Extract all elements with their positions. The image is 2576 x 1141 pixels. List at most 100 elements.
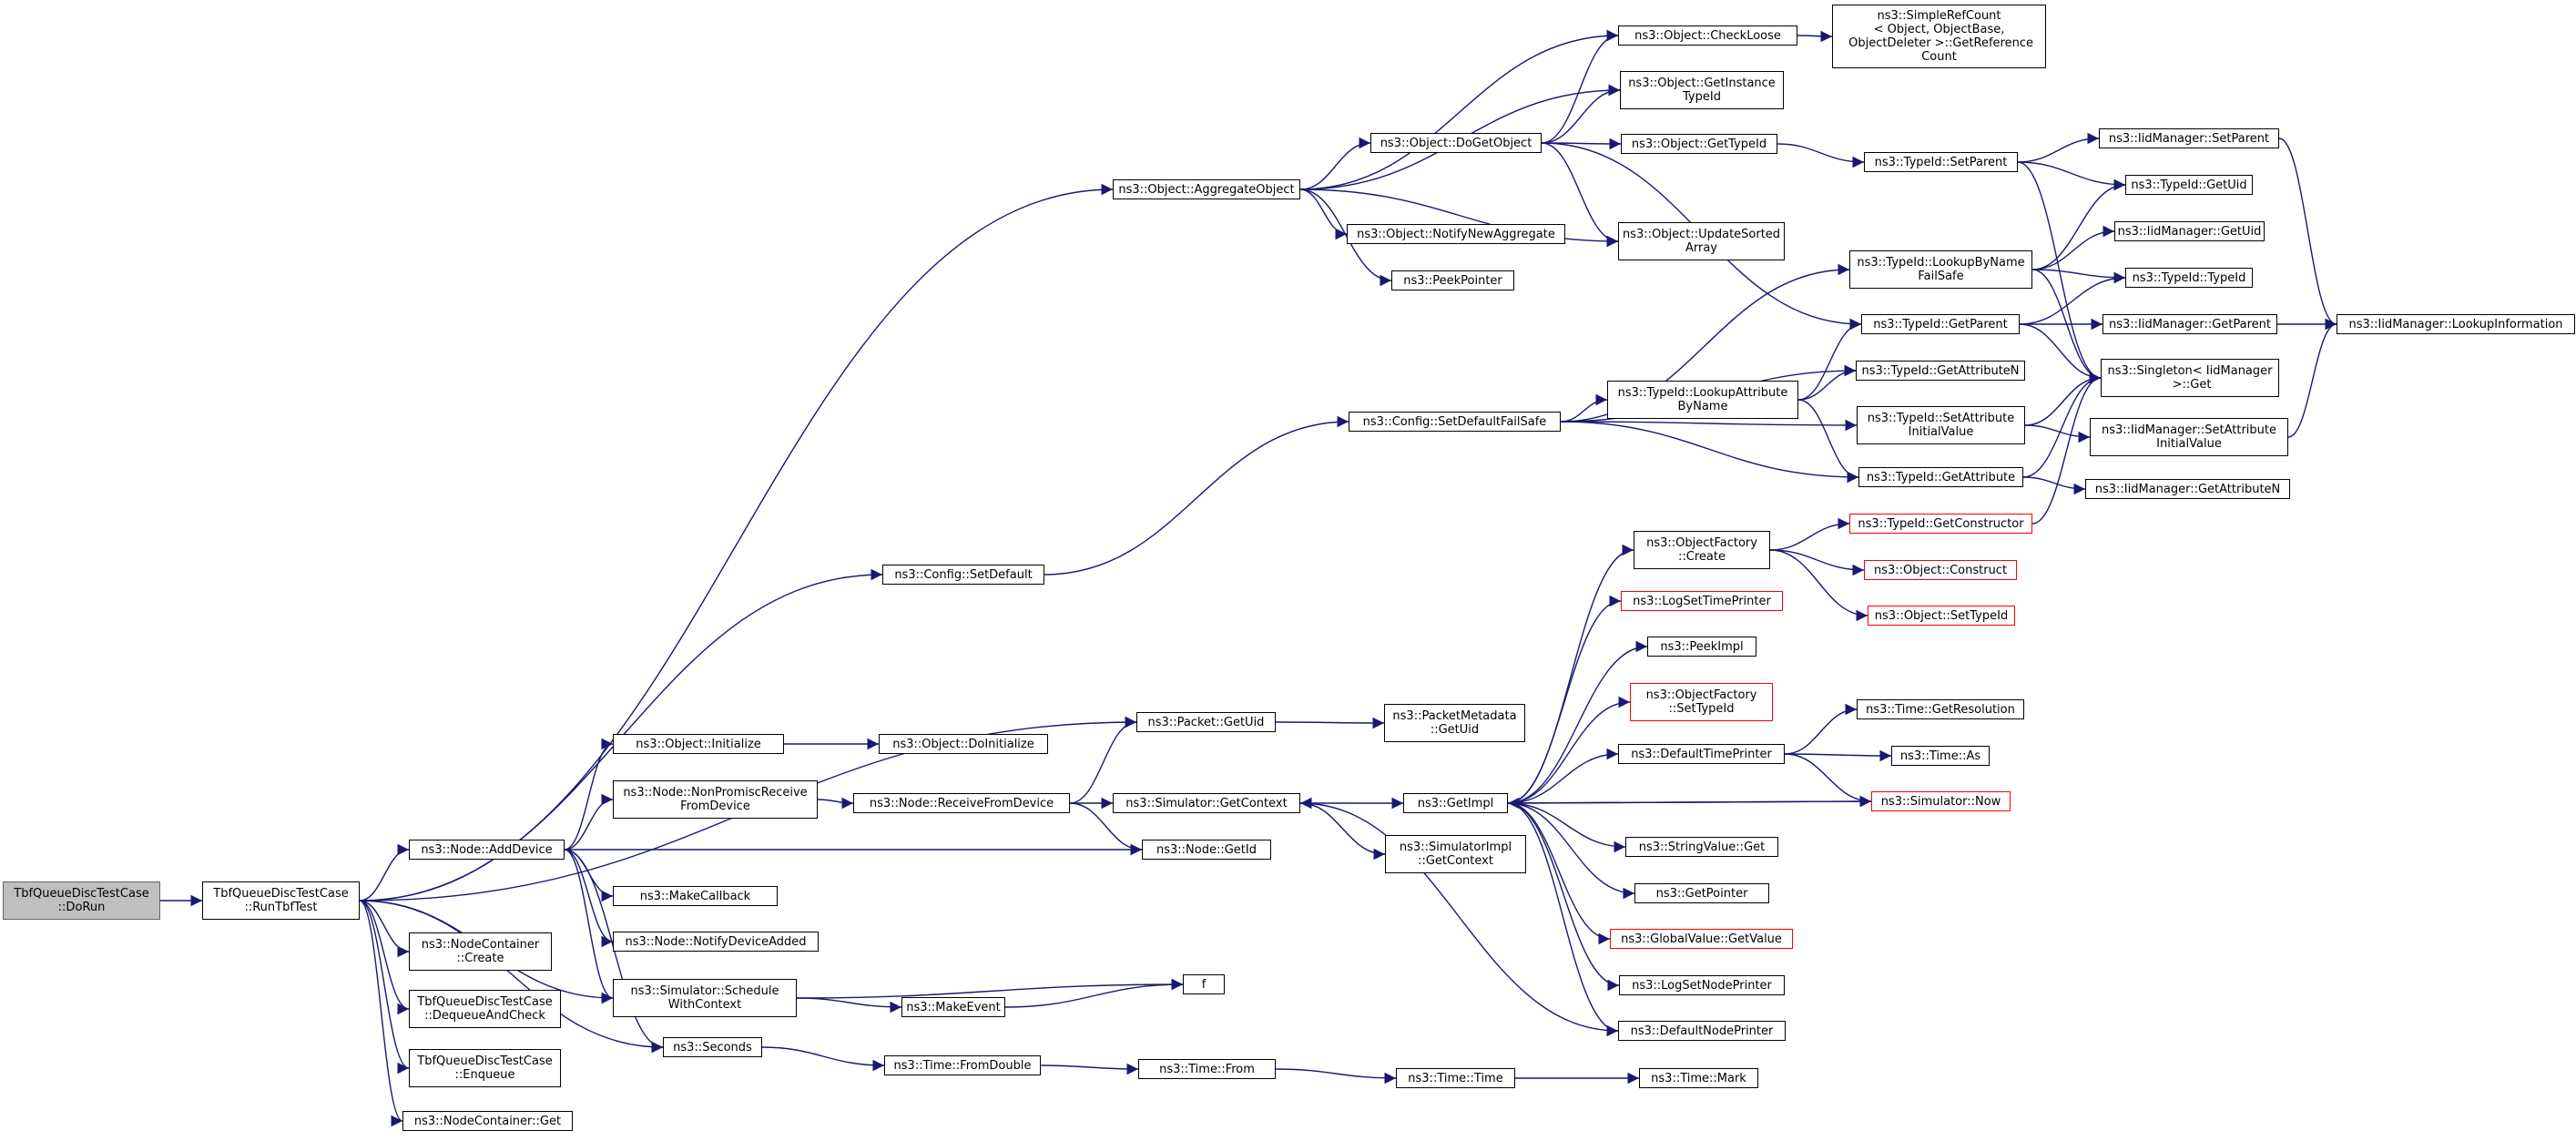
edge-schedWithCtx-to-makeEvent: [796, 997, 902, 1014]
node-nonPromisc[interactable]: ns3::Node::NonPromiscReceive FromDevice: [613, 780, 818, 819]
edge-ofCreate-to-tidGetCtor: [1769, 517, 1850, 551]
node-deqCheck[interactable]: TbfQueueDiscTestCase ::DequeueAndCheck: [409, 990, 561, 1028]
node-lookupAttr[interactable]: ns3::TypeId::LookupAttribute ByName: [1607, 381, 1798, 419]
node-objDoInit[interactable]: ns3::Object::DoInitialize: [879, 734, 1048, 754]
edge-defTimePrinter-to-timeGetRes: [1784, 703, 1858, 755]
node-simGetCtx[interactable]: ns3::Simulator::GetContext: [1113, 793, 1300, 813]
edge-tidSetParent-to-iidSetParent: [2017, 132, 2100, 163]
node-pktGetUid[interactable]: ns3::Packet::GetUid: [1136, 712, 1276, 732]
edge-getImpl-to-getPointer: [1507, 802, 1635, 900]
node-tidGetAttrN[interactable]: ns3::TypeId::GetAttributeN: [1856, 361, 2025, 381]
edge-defTimePrinter-to-simNow: [1784, 753, 1872, 808]
node-logSetNode[interactable]: ns3::LogSetNodePrinter: [1619, 975, 1785, 995]
node-cfgSetDefault[interactable]: ns3::Config::SetDefault: [882, 565, 1044, 585]
node-enqueue[interactable]: TbfQueueDiscTestCase ::Enqueue: [409, 1049, 561, 1087]
node-seconds[interactable]: ns3::Seconds: [663, 1037, 762, 1057]
node-strValGet[interactable]: ns3::StringValue::Get: [1625, 837, 1778, 857]
edge-runtbf-to-seconds: [359, 900, 664, 1054]
node-singletonGet[interactable]: ns3::Singleton< IidManager >::Get: [2101, 359, 2279, 397]
node-getPointer[interactable]: ns3::GetPointer: [1634, 883, 1769, 903]
node-recvFromDev[interactable]: ns3::Node::ReceiveFromDevice: [853, 793, 1070, 813]
edge-nonPromisc-to-recvFromDev: [817, 797, 854, 810]
edge-tidGetParent-to-tidTypeId: [2019, 271, 2126, 325]
node-ncGet[interactable]: ns3::NodeContainer::Get: [402, 1111, 573, 1131]
node-schedWithCtx[interactable]: ns3::Simulator::Schedule WithContext: [613, 979, 797, 1017]
node-timeAs[interactable]: ns3::Time::As: [1891, 746, 1990, 766]
node-gvGetValue[interactable]: ns3::GlobalValue::GetValue: [1610, 929, 1793, 949]
edge-iidSetParent-to-iidLookupInfo: [2278, 138, 2337, 331]
node-tidTypeId[interactable]: ns3::TypeId::TypeId: [2125, 268, 2253, 288]
node-tidGetAttr[interactable]: ns3::TypeId::GetAttribute: [1858, 467, 2023, 487]
node-runtbf[interactable]: TbfQueueDiscTestCase ::RunTbfTest: [202, 881, 360, 920]
node-root[interactable]: TbfQueueDiscTestCase ::DoRun: [3, 881, 160, 920]
edge-nodeAddDevice-to-nonPromisc: [564, 793, 614, 851]
node-iidLookupInfo[interactable]: ns3::IidManager::LookupInformation: [2337, 314, 2575, 334]
node-iidGetAttrN[interactable]: ns3::IidManager::GetAttributeN: [2085, 479, 2290, 499]
node-f[interactable]: f: [1183, 974, 1225, 994]
edge-doGetObj-to-updSorted: [1541, 142, 1619, 248]
edge-fromDouble-to-timeFrom: [1040, 1063, 1139, 1075]
node-notifyDevAdded[interactable]: ns3::Node::NotifyDeviceAdded: [613, 932, 819, 952]
node-tidSetParent[interactable]: ns3::TypeId::SetParent: [1864, 152, 2018, 172]
node-pmGetUid[interactable]: ns3::PacketMetadata ::GetUid: [1384, 704, 1525, 742]
edge-ofCreate-to-objSetTid: [1769, 549, 1868, 622]
node-timeMark[interactable]: ns3::Time::Mark: [1639, 1068, 1758, 1088]
node-timeTime[interactable]: ns3::Time::Time: [1396, 1068, 1515, 1088]
node-notifyNewAgg[interactable]: ns3::Object::NotifyNewAggregate: [1347, 224, 1565, 244]
node-defNodePrinter[interactable]: ns3::DefaultNodePrinter: [1618, 1021, 1786, 1041]
node-iidSetParent[interactable]: ns3::IidManager::SetParent: [2099, 128, 2279, 148]
node-getImpl[interactable]: ns3::GetImpl: [1403, 793, 1508, 813]
node-ncCreate[interactable]: ns3::NodeContainer ::Create: [409, 932, 552, 971]
node-timeGetRes[interactable]: ns3::Time::GetResolution: [1857, 699, 2024, 719]
node-cfgSetDefFS[interactable]: ns3::Config::SetDefaultFailSafe: [1349, 412, 1561, 432]
node-peekImpl[interactable]: ns3::PeekImpl: [1647, 637, 1756, 657]
node-objInit[interactable]: ns3::Object::Initialize: [613, 734, 784, 754]
node-logSetTime[interactable]: ns3::LogSetTimePrinter: [1621, 591, 1783, 611]
node-updSorted[interactable]: ns3::Object::UpdateSorted Array: [1618, 222, 1785, 260]
edge-makeEvent-to-f: [1004, 978, 1184, 1008]
node-lookupByName[interactable]: ns3::TypeId::LookupByName FailSafe: [1849, 250, 2032, 289]
node-iidSetAttrInit[interactable]: ns3::IidManager::SetAttribute InitialVal…: [2090, 418, 2288, 456]
edge-lookupAttr-to-tidGetAttrN: [1797, 364, 1857, 401]
edge-aggObj-to-updSorted: [1299, 188, 1619, 248]
node-tidGetCtor[interactable]: ns3::TypeId::GetConstructor: [1849, 514, 2032, 534]
node-checkLoose[interactable]: ns3::Object::CheckLoose: [1618, 25, 1797, 46]
edge-iidSetAttrInit-to-iidLookupInfo: [2287, 318, 2337, 438]
node-getInstTid[interactable]: ns3::Object::GetInstance TypeId: [1620, 71, 1784, 109]
node-iidGetUid[interactable]: ns3::IidManager::GetUid: [2114, 221, 2265, 241]
edge-runtbf-to-deqCheck: [359, 900, 410, 1015]
node-aggObj[interactable]: ns3::Object::AggregateObject: [1113, 179, 1300, 199]
node-doGetObj[interactable]: ns3::Object::DoGetObject: [1370, 133, 1542, 153]
node-peekPtr[interactable]: ns3::PeekPointer: [1391, 270, 1514, 290]
edge-cfgSetDefFS-to-lookupAttr: [1560, 393, 1608, 423]
node-simImplGetCtx[interactable]: ns3::SimulatorImpl ::GetContext: [1385, 835, 1526, 873]
node-makeEvent[interactable]: ns3::MakeEvent: [901, 997, 1005, 1017]
node-timeFrom[interactable]: ns3::Time::From: [1138, 1059, 1276, 1079]
edge-tidSetParent-to-tidGetUid: [2017, 161, 2126, 191]
node-objGetTid[interactable]: ns3::Object::GetTypeId: [1621, 134, 1777, 154]
edge-getImpl-to-ofSetTid: [1507, 696, 1631, 804]
node-makeCallback[interactable]: ns3::MakeCallback: [613, 886, 778, 906]
node-nodeAddDevice[interactable]: ns3::Node::AddDevice: [409, 840, 565, 860]
node-fromDouble[interactable]: ns3::Time::FromDouble: [884, 1055, 1041, 1075]
node-defTimePrinter[interactable]: ns3::DefaultTimePrinter: [1618, 744, 1785, 764]
node-tidGetParent[interactable]: ns3::TypeId::GetParent: [1861, 314, 2020, 334]
edge-runtbf-to-ncGet: [359, 900, 403, 1127]
node-simNow[interactable]: ns3::Simulator::Now: [1871, 791, 2011, 811]
node-srcGetRef[interactable]: ns3::SimpleRefCount < Object, ObjectBase…: [1832, 5, 2046, 68]
edge-lookupByName-to-tidGetUid: [2031, 178, 2126, 270]
edge-lookupAttr-to-tidGetAttr: [1797, 399, 1859, 484]
node-ofCreate[interactable]: ns3::ObjectFactory ::Create: [1634, 531, 1770, 569]
node-objSetTid[interactable]: ns3::Object::SetTypeId: [1868, 606, 2015, 626]
edge-doGetObj-to-getInstTid: [1541, 84, 1621, 144]
node-objConstruct[interactable]: ns3::Object::Construct: [1864, 560, 2017, 580]
node-iidGetParent[interactable]: ns3::IidManager::GetParent: [2103, 314, 2277, 334]
edge-cfgSetDefault-to-cfgSetDefFS: [1044, 415, 1349, 576]
node-tidGetUid[interactable]: ns3::TypeId::GetUid: [2125, 175, 2253, 195]
edge-ofCreate-to-objConstruct: [1769, 549, 1865, 576]
edge-objGetTid-to-tidSetParent: [1777, 143, 1865, 168]
node-tidSetAttrInit[interactable]: ns3::TypeId::SetAttribute InitialValue: [1857, 406, 2025, 444]
node-ofSetTid[interactable]: ns3::ObjectFactory ::SetTypeId: [1630, 683, 1773, 721]
node-nodeGetId[interactable]: ns3::Node::GetId: [1142, 840, 1271, 860]
